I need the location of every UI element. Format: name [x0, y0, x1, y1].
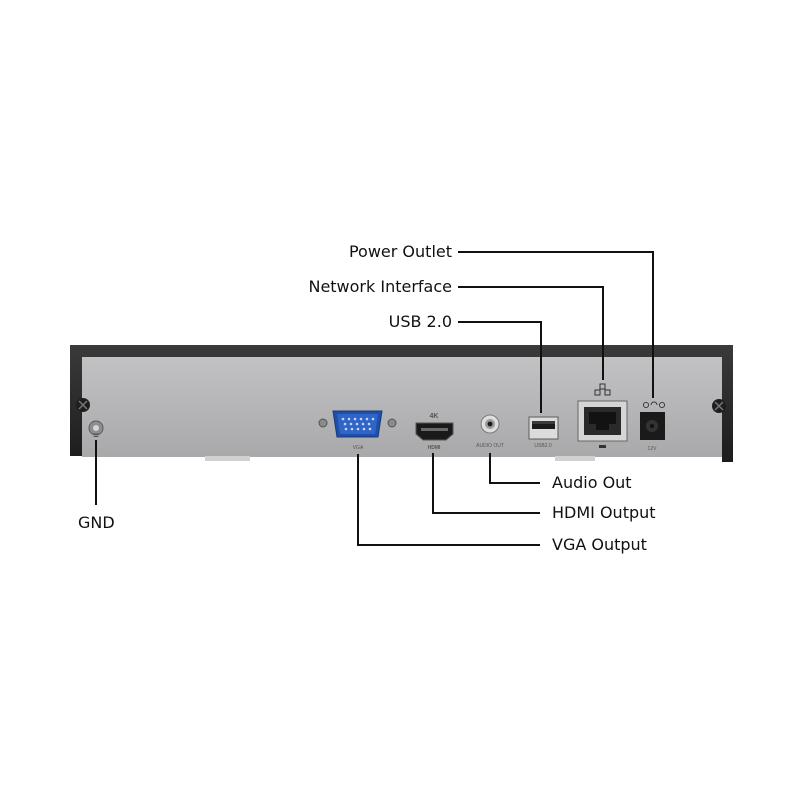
vga-port-label: VGA — [353, 445, 364, 451]
chassis-foot-left — [205, 456, 250, 461]
chassis — [70, 345, 733, 462]
usb-port: USB2.0 — [528, 416, 559, 449]
audio-out-port-label: AUDIO OUT — [476, 443, 504, 449]
leader-network-interface — [458, 286, 604, 380]
callout-hdmi-output: HDMI Output — [552, 503, 656, 522]
usb-port-label: USB2.0 — [534, 443, 551, 449]
power-port-label: 12V — [648, 446, 658, 452]
callout-vga-output: VGA Output — [552, 535, 647, 554]
leader-vga-output — [357, 454, 540, 546]
audio-out-jack: AUDIO OUT — [476, 414, 504, 449]
leader-hdmi-output — [432, 453, 540, 514]
hdmi-resolution-label: 4K — [430, 413, 439, 420]
hdmi-port-label: HDMI — [428, 445, 441, 451]
network-icon — [594, 383, 611, 396]
leader-lines — [95, 251, 654, 546]
hdmi-port: 4K HDMI — [415, 413, 454, 451]
gnd-terminal — [88, 420, 104, 437]
callout-network-interface: Network Interface — [308, 277, 452, 296]
screw-right-icon — [712, 399, 726, 413]
vga-port: VGA — [318, 410, 397, 451]
chassis-foot-right — [555, 456, 595, 461]
leader-usb — [458, 321, 542, 413]
vga-screw-left — [318, 418, 328, 428]
callout-audio-out: Audio Out — [552, 473, 632, 492]
callout-usb: USB 2.0 — [388, 312, 452, 331]
polarity-icon — [642, 401, 666, 409]
leader-power-outlet — [458, 251, 654, 398]
callout-gnd: GND — [78, 513, 115, 532]
chassis-frame — [70, 345, 733, 462]
power-inlet: 12V — [640, 401, 666, 452]
leader-audio-out — [489, 453, 540, 484]
network-port — [577, 383, 628, 448]
callout-power-outlet: Power Outlet — [348, 242, 452, 261]
screw-left-icon — [76, 398, 90, 412]
vga-screw-right — [387, 418, 397, 428]
